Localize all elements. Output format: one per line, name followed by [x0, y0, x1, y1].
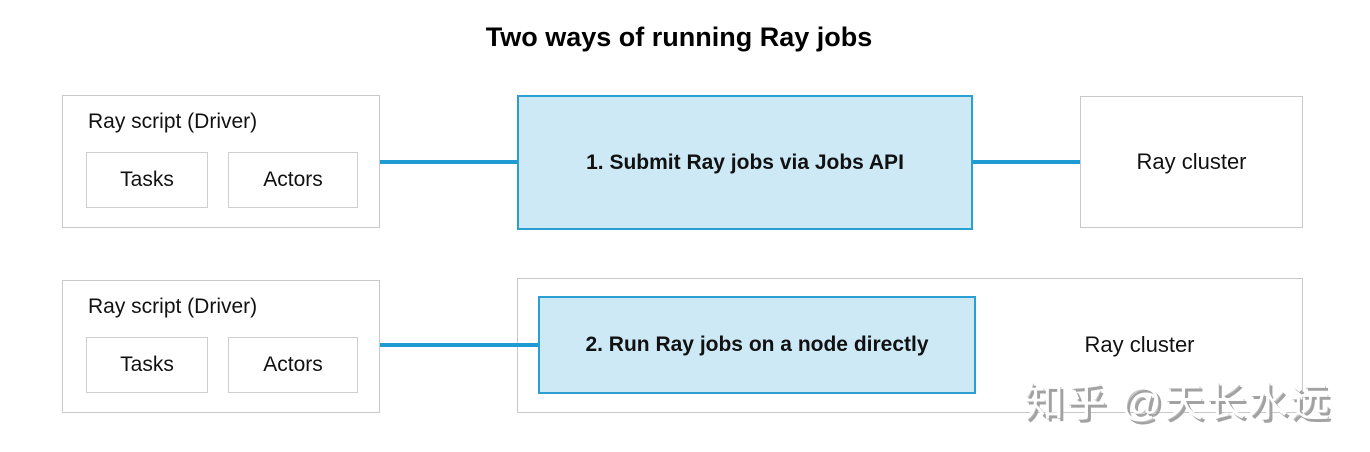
cluster-label: Ray cluster — [1084, 332, 1195, 357]
actors-box: Actors — [228, 152, 358, 208]
method-label: 1. Submit Ray jobs via Jobs API — [586, 150, 904, 174]
tasks-label: Tasks — [120, 168, 174, 191]
actors-box: Actors — [228, 337, 358, 393]
diagram-title: Two ways of running Ray jobs — [485, 22, 873, 52]
driver-box-row2: Ray script (Driver) Tasks Actors — [62, 280, 380, 413]
tasks-box: Tasks — [86, 152, 208, 208]
zhihu-watermark: 知乎 @天长水远 — [1024, 381, 1332, 425]
connector-method-to-cluster-row1 — [973, 160, 1080, 164]
cluster-label-row2: Ray cluster — [976, 296, 1303, 394]
driver-box-row1: Ray script (Driver) Tasks Actors — [62, 95, 380, 228]
cluster-label: Ray cluster — [1136, 149, 1247, 174]
driver-label: Ray script (Driver) — [88, 295, 258, 318]
cluster-box-row1: Ray cluster — [1080, 96, 1303, 228]
actors-label: Actors — [263, 353, 323, 376]
connector-driver-to-method-row2 — [380, 343, 540, 347]
method-box-row2: 2. Run Ray jobs on a node directly — [538, 296, 976, 394]
method-box-row1: 1. Submit Ray jobs via Jobs API — [517, 95, 973, 230]
connector-driver-to-method-row1 — [380, 160, 517, 164]
tasks-label: Tasks — [120, 353, 174, 376]
method-label: 2. Run Ray jobs on a node directly — [585, 333, 929, 356]
driver-label: Ray script (Driver) — [88, 110, 258, 133]
tasks-box: Tasks — [86, 337, 208, 393]
actors-label: Actors — [263, 168, 323, 191]
